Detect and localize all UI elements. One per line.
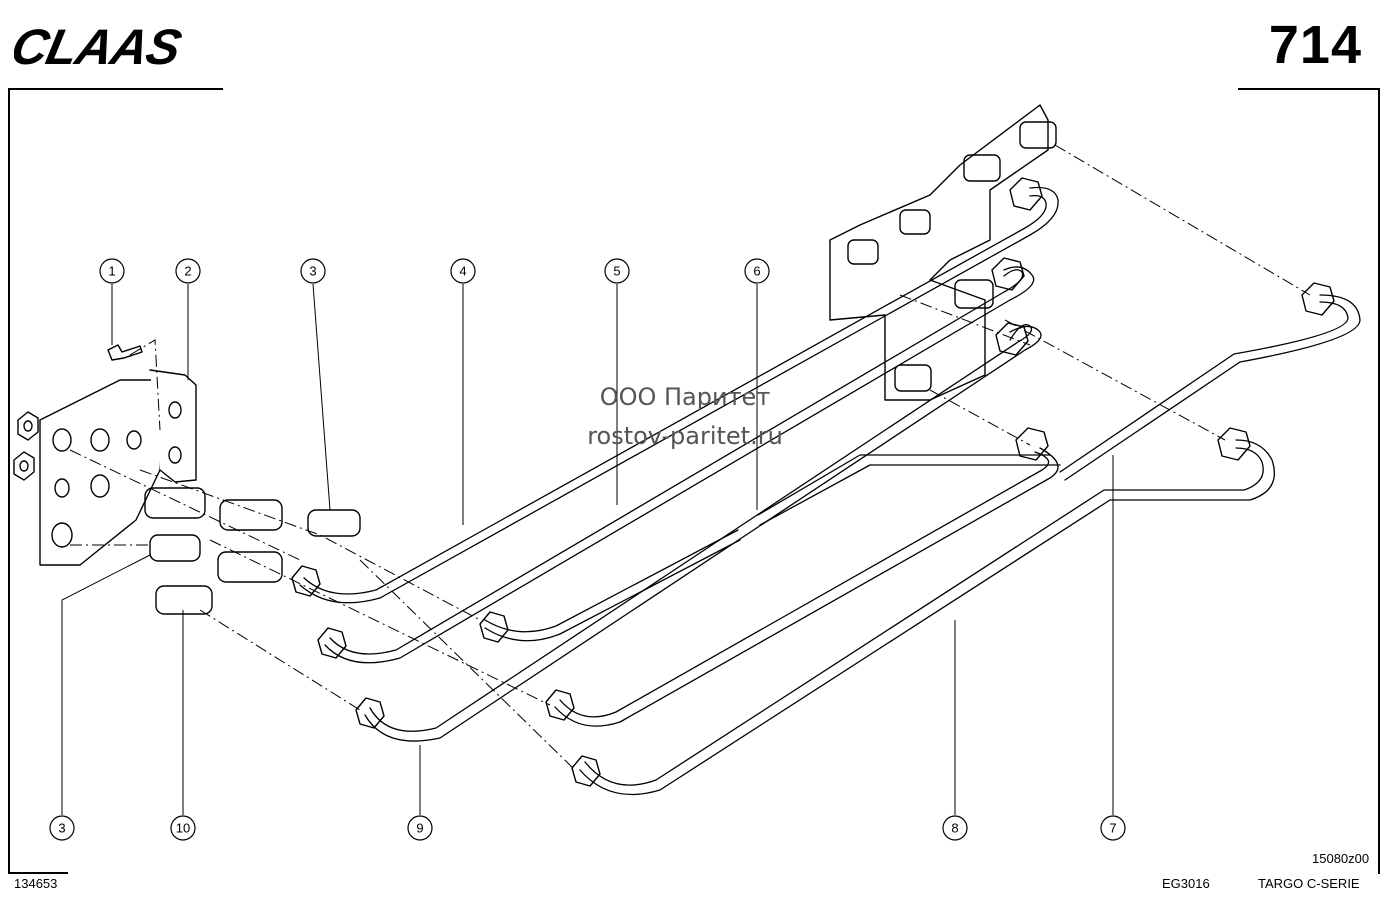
claas-logo-text: CLAAS	[14, 20, 187, 72]
plate-hole	[90, 428, 110, 452]
centerline	[129, 339, 161, 431]
right-fittings	[847, 121, 1057, 392]
callout-c9: 9	[407, 815, 433, 841]
callout-circle	[170, 815, 196, 841]
footer-series: TARGO C-SERIE	[1258, 876, 1360, 891]
callout-label: 3	[58, 821, 65, 836]
left-fittings	[144, 487, 361, 615]
callouts: 1 2 3 4 5 6 3 10 9 8 7	[49, 258, 1126, 841]
centerline	[359, 559, 576, 771]
bracket-hole	[168, 446, 182, 464]
footer-center-code: EG3016	[1162, 876, 1210, 891]
plate-hole	[126, 430, 142, 450]
callout-label: 3	[309, 264, 316, 279]
callout-circle	[99, 258, 125, 284]
hex-nut	[17, 411, 39, 441]
callout-label: 10	[176, 821, 190, 836]
callout-circle	[604, 258, 630, 284]
callout-circle	[175, 258, 201, 284]
callout-circle	[407, 815, 433, 841]
callout-c2: 2	[175, 258, 201, 284]
centerline	[1004, 319, 1226, 441]
plate-hole	[54, 478, 70, 498]
callout-circle	[1100, 815, 1126, 841]
callout-c3a: 3	[300, 258, 326, 284]
leader-3a	[312, 283, 331, 511]
frame-top-right-rule	[1238, 88, 1380, 90]
centerline	[199, 609, 361, 711]
callout-c3b: 3	[49, 815, 75, 841]
frame-left-border	[8, 88, 10, 874]
plate-hole	[52, 428, 72, 452]
callout-c10: 10	[170, 815, 196, 841]
callout-circle	[942, 815, 968, 841]
callout-circle	[300, 258, 326, 284]
centerline	[139, 469, 481, 621]
page-number: 714	[1268, 15, 1362, 75]
frame-right-border	[1378, 88, 1380, 874]
pipe-nuts	[291, 177, 1335, 787]
claas-logo: CLAAS	[14, 20, 187, 72]
callout-label: 4	[459, 264, 466, 279]
callout-label: 9	[416, 821, 423, 836]
frame-top-left-rule	[8, 88, 223, 90]
callout-c1: 1	[99, 258, 125, 284]
plate-hole	[51, 522, 73, 548]
callout-circle	[49, 815, 75, 841]
right-mounting-plate	[829, 104, 1049, 401]
callout-label: 1	[108, 264, 115, 279]
callout-label: 2	[184, 264, 191, 279]
left-bracket	[149, 369, 197, 483]
callout-c4: 4	[450, 258, 476, 284]
watermark-company: ООО Паритет	[599, 383, 771, 411]
callout-label: 6	[753, 264, 760, 279]
centerline	[929, 389, 1031, 446]
footer-drawing-code: 15080z00	[1312, 851, 1370, 866]
callout-label: 8	[951, 821, 958, 836]
screw	[107, 344, 143, 361]
leader-3b	[61, 554, 151, 815]
plate-hole	[90, 474, 110, 498]
callout-circle	[450, 258, 476, 284]
callout-c5: 5	[604, 258, 630, 284]
footer-left-code: 134653	[14, 876, 58, 891]
frame-bottom-left-rule	[8, 872, 68, 874]
watermark-url: rostov-paritet.ru	[587, 422, 783, 450]
centerline	[899, 294, 1031, 346]
bracket-hole	[168, 401, 182, 419]
centerline	[1054, 144, 1311, 296]
callout-label: 7	[1109, 821, 1116, 836]
callout-c6: 6	[744, 258, 770, 284]
callout-label: 5	[613, 264, 620, 279]
centerline	[69, 449, 301, 561]
callout-c7: 7	[1100, 815, 1126, 841]
left-mounting-plate	[39, 379, 161, 566]
callout-circle	[744, 258, 770, 284]
hex-nut	[13, 451, 35, 481]
callout-c8: 8	[942, 815, 968, 841]
centerline	[209, 539, 551, 706]
